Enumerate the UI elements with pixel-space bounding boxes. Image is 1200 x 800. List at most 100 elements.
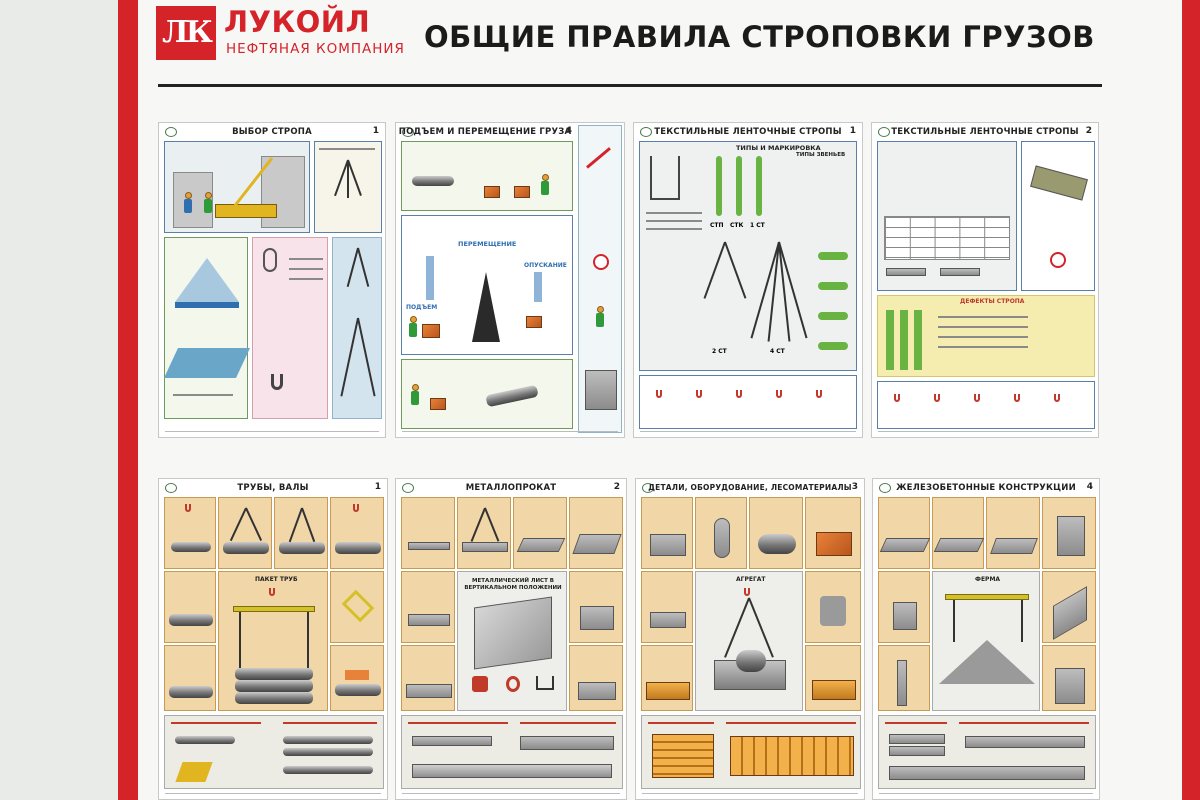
poster-number: 2 [613,482,620,492]
poster-number: 3 [851,482,858,492]
pipe-pack-panel: ПАКЕТ ТРУБ [218,571,328,711]
crane-truck-icon [215,204,277,218]
thimble-icon [263,248,277,272]
geometry-panel [164,237,250,419]
certificate-badge-icon [640,127,652,137]
label-moving: ПЕРЕМЕЩЕНИЕ [458,240,517,248]
truss-lifting-panel: ФЕРМА [932,571,1040,711]
clamp-icon [506,676,520,692]
clamp-icon [536,676,554,690]
poster-title: ТЕКСТИЛЬНЫЕ ЛЕНТОЧНЫЕ СТРОПЫ [654,127,842,137]
label-unit: АГРЕГАТ [736,576,766,583]
title-underline [158,84,1102,87]
label-stk: СТК [730,222,744,229]
worker-icon [541,181,549,195]
sling-types-panel [314,141,382,233]
poster-title: ДЕТАЛИ, ОБОРУДОВАНИЕ, ЛЕСОМАТЕРИАЛЫ [648,483,852,492]
poster-concrete-structures: ЖЕЛЕЗОБЕТОННЫЕ КОНСТРУКЦИИ 4 ФЕРМА [872,478,1100,800]
poster-number: 1 [374,482,381,492]
usage-icons-strip [877,381,1095,429]
spreader-beam-icon [945,594,1029,600]
poster-rolled-metal: МЕТАЛЛОПРОКАТ 2 МЕТАЛЛИЧЕСКИЙ ЛИСТ В ВЕР… [395,478,627,800]
vertical-sheet-panel: МЕТАЛЛИЧЕСКИЙ ЛИСТ В ВЕРТИКАЛЬНОМ ПОЛОЖЕ… [457,571,567,711]
poster-sling-selection: ВЫБОР СТРОПА 1 [158,122,386,438]
timber-storage-panel [641,715,861,789]
prohibition-sign-icon [593,254,609,270]
usage-icons-strip [639,375,857,429]
truss-icon [939,640,1035,684]
storage-panel [401,715,623,789]
poster-lifting-moving: ПОДЪЕМ И ПЕРЕМЕЩЕНИЕ ГРУЗА 4 ПЕРЕМЕЩЕНИЕ… [395,122,625,438]
eiffel-tower-icon [472,272,500,342]
worker-icon [204,199,212,213]
poster-title: ТРУБЫ, ВАЛЫ [237,483,309,493]
slab-diagram [164,348,250,378]
label-2st: 2 СТ [712,348,727,355]
crane-scene [164,141,310,233]
prohibition-sign-icon [1050,252,1066,268]
certificate-badge-icon [402,127,414,137]
label-types-links: ТИПЫ ЗВЕНЬЕВ [796,152,846,158]
poster-title: ПОДЪЕМ И ПЕРЕМЕЩЕНИЕ ГРУЗА [398,127,572,137]
poster-textile-slings-1: ТЕКСТИЛЬНЫЕ ЛЕНТОЧНЫЕ СТРОПЫ 1 ТИПЫ И МА… [633,122,863,438]
logo-letters: ЛК [162,15,213,50]
hook-icon [271,374,283,390]
protective-pads-panel [1021,141,1095,291]
certificate-badge-icon [402,483,414,493]
brand-subtitle: НЕФТЯНАЯ КОМПАНИЯ [226,41,405,57]
worker-icon [409,323,417,337]
sling-parts-panel [252,237,328,419]
certificate-badge-icon [878,127,890,137]
pipe-lifting-panel [401,141,573,211]
worker-icon [411,391,419,405]
label-stp: СТП [710,222,724,229]
poster-pipes-shafts: ТРУБЫ, ВАЛЫ 1 ПАКЕТ ТРУБ [158,478,388,800]
concrete-storage-panel [878,715,1096,789]
lukoil-logo-icon: ЛК [156,6,216,60]
moving-panel: ПЕРЕМЕЩЕНИЕ ОПУСКАНИЕ ПОДЪЕМ [401,215,573,355]
worker-icon [596,313,604,327]
certificate-badge-icon [165,127,177,137]
load-table-panel [877,141,1017,291]
label-lowering: ОПУСКАНИЕ [524,262,567,269]
poster-title: ВЫБОР СТРОПА [232,127,312,137]
textile-sling-icon [756,156,762,216]
poster-number: 4 [565,126,572,136]
board-surface: ЛК ЛУКОЙЛ НЕФТЯНАЯ КОМПАНИЯ ОБЩИЕ ПРАВИЛ… [138,0,1182,800]
clamp-icon [472,676,488,692]
label-truss: ФЕРМА [975,576,1001,583]
textile-sling-icon [736,156,742,216]
poster-textile-slings-2: ТЕКСТИЛЬНЫЕ ЛЕНТОЧНЫЕ СТРОПЫ 2 ДЕФЕКТЫ С… [871,122,1099,438]
label-pipe-pack: ПАКЕТ ТРУБ [255,576,298,583]
poster-number: 2 [1085,126,1092,136]
poster-title: ЖЕЛЕЗОБЕТОННЫЕ КОНСТРУКЦИИ [896,483,1076,493]
label-defects: ДЕФЕКТЫ СТРОПА [960,298,1025,305]
label-lifting: ПОДЪЕМ [406,304,438,311]
pyramid-diagram [175,258,239,302]
brand-name: ЛУКОЙЛ [224,5,371,39]
load-table [884,216,1010,260]
poster-parts-equipment-timber: ДЕТАЛИ, ОБОРУДОВАНИЕ, ЛЕСОМАТЕРИАЛЫ 3 АГ… [635,478,865,800]
unit-lifting-panel: АГРЕГАТ [695,571,803,711]
poster-title: ТЕКСТИЛЬНЫЕ ЛЕНТОЧНЫЕ СТРОПЫ [891,127,1079,137]
label-1st: 1 СТ [750,222,765,229]
sling-types-marking-panel: ТИПЫ И МАРКИРОВКА ТИПЫ ЗВЕНЬЕВ СТП СТК 1… [639,141,857,371]
danger-zone-column [578,125,622,433]
sling-defects-panel: ДЕФЕКТЫ СТРОПА [877,295,1095,377]
spreader-beam-icon [233,606,315,612]
label-4st: 4 СТ [770,348,785,355]
certificate-badge-icon [879,483,891,493]
page-title: ОБЩИЕ ПРАВИЛА СТРОПОВКИ ГРУЗОВ [424,20,1095,54]
textile-sling-icon [716,156,722,216]
poster-number: 1 [849,126,856,136]
metal-sheet-icon [474,596,552,670]
storage-panel [164,715,384,789]
certificate-badge-icon [165,483,177,493]
poster-title: МЕТАЛЛОПРОКАТ [465,483,557,493]
chain-slings-panel [332,237,382,419]
label-types-marking: ТИПЫ И МАРКИРОВКА [736,144,821,152]
poster-number: 1 [372,126,379,136]
pipe-laying-panel [401,359,573,429]
poster-number: 4 [1086,482,1093,492]
poster-board: ЛК ЛУКОЙЛ НЕФТЯНАЯ КОМПАНИЯ ОБЩИЕ ПРАВИЛ… [118,0,1200,800]
